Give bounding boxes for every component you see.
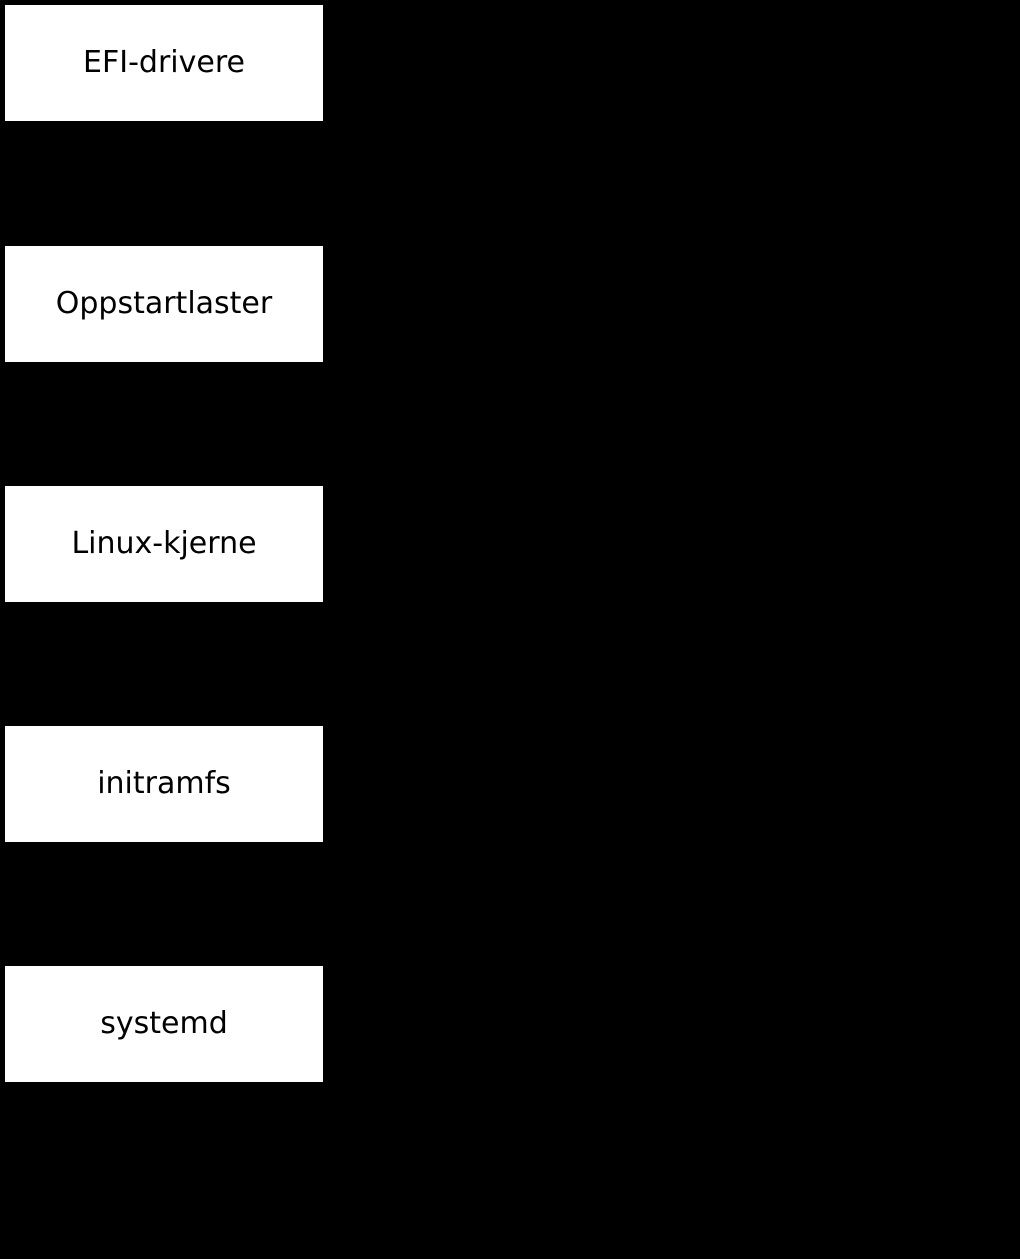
flow-box-systemd-label: systemd <box>100 1006 228 1041</box>
flow-box-initramfs-label: initramfs <box>97 766 231 801</box>
flow-box-efi-drivere-label: EFI-drivere <box>83 45 245 80</box>
flow-box-linux-kjerne: Linux-kjerne <box>5 486 323 602</box>
flow-box-oppstartlaster-label: Oppstartlaster <box>55 286 273 321</box>
flow-box-efi-drivere: EFI-drivere <box>5 5 323 121</box>
flow-box-systemd: systemd <box>5 966 323 1082</box>
flow-box-initramfs: initramfs <box>5 726 323 842</box>
flow-box-oppstartlaster: Oppstartlaster <box>5 246 323 362</box>
flow-box-linux-kjerne-label: Linux-kjerne <box>71 526 257 561</box>
